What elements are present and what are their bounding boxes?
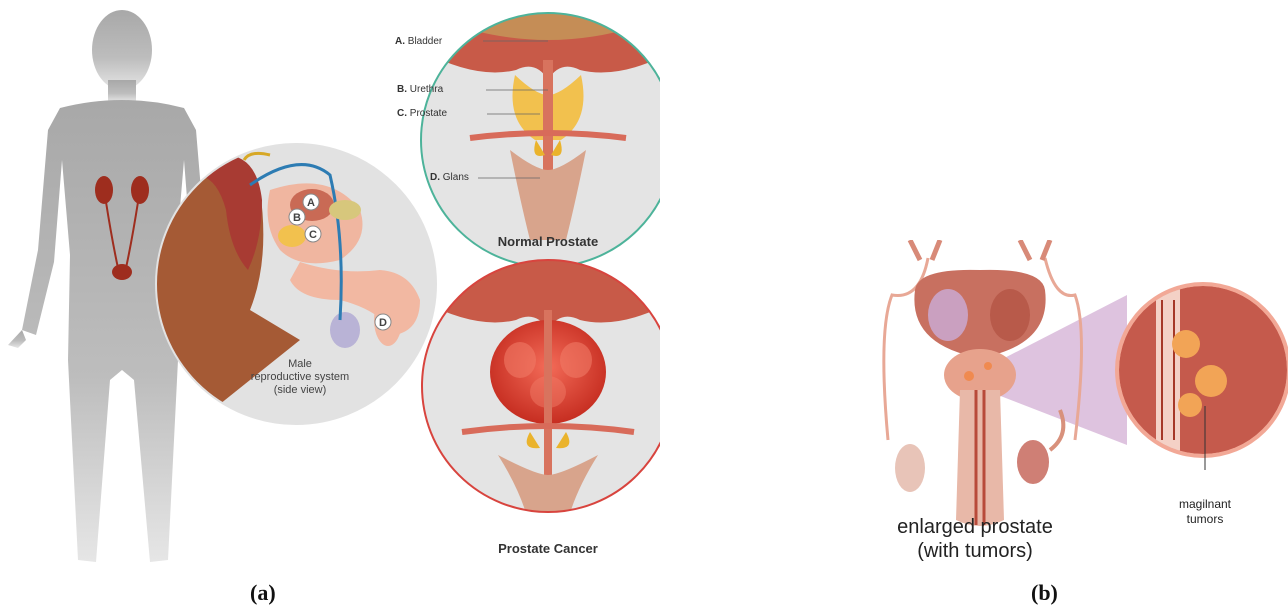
label-prostate: C. Prostate — [397, 108, 447, 119]
label-glans: D. Glans — [430, 172, 469, 183]
label-urethra: B. Urethra — [397, 84, 443, 95]
tumor-callout: magilnant tumors — [1160, 497, 1250, 527]
prostate-cancer-caption: Prostate Cancer — [488, 541, 608, 556]
testis-left — [895, 444, 925, 492]
normal-prostate-caption: Normal Prostate — [488, 234, 608, 249]
testis-right — [1017, 440, 1049, 484]
side-marker-c: C — [305, 226, 321, 242]
panel-b-caption: enlarged prostate (with tumors) — [895, 515, 1055, 563]
svg-text:B: B — [293, 212, 301, 224]
panel-b-label: (b) — [1031, 580, 1058, 606]
label-bladder: A. Bladder — [395, 36, 442, 47]
side-view-caption: Male reproductive system (side view) — [246, 358, 354, 397]
panel-a-label: (a) — [250, 580, 276, 606]
side-marker-a: A — [303, 194, 319, 210]
tumor-2 — [1195, 365, 1227, 397]
tumor-1 — [1172, 330, 1200, 358]
svg-text:D: D — [379, 317, 387, 329]
svg-text:A: A — [307, 197, 315, 209]
panel-a-illustration: A B C D — [0, 0, 660, 609]
panel-b-illustration — [870, 240, 1288, 540]
side-marker-b: B — [289, 209, 305, 225]
penis — [956, 390, 1004, 526]
side-marker-d: D — [375, 314, 391, 330]
tumor-3 — [1178, 393, 1202, 417]
svg-text:C: C — [309, 229, 317, 241]
